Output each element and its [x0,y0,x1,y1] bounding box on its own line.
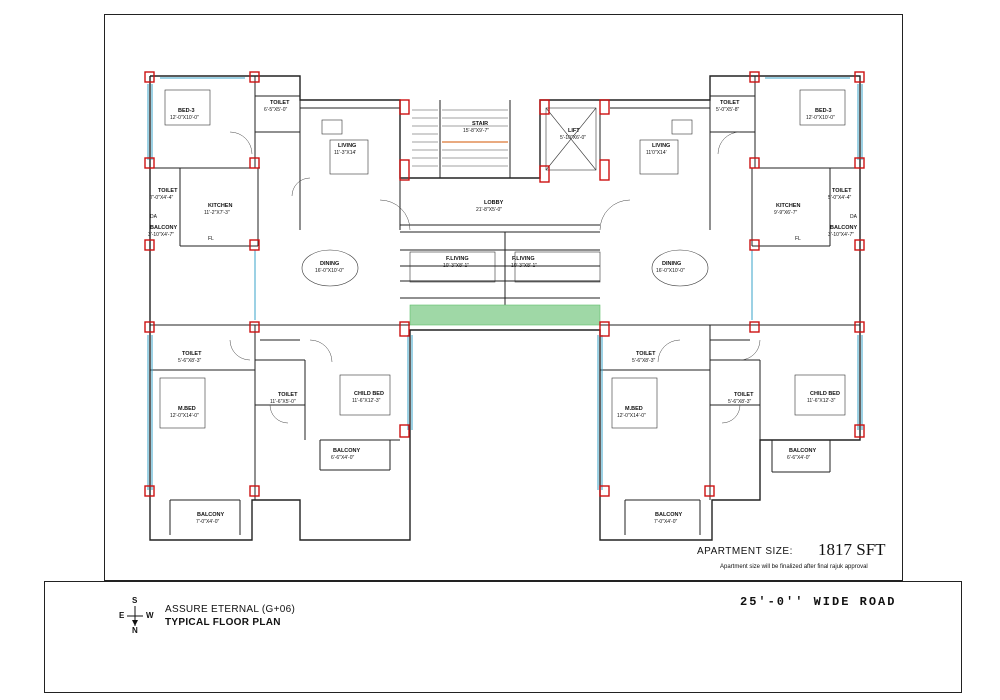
room-dim: 10'-3"X8'-1" [443,263,469,269]
room-dim: 7'-0"X4'-4" [150,195,173,201]
compass-icon: S E W N [114,596,156,638]
road-label: 25'-0'' WIDE ROAD [740,595,897,609]
room-name: CHILD BED [354,391,384,397]
da-label: DA [850,214,858,220]
exterior-walls [149,75,861,541]
room-dim: 12'-0"X14'-0" [617,413,646,419]
apartment-size-value: 1817 SFT [818,540,886,559]
room-name: TOILET [636,351,656,357]
window-glazing [147,77,863,490]
room-dim: 5'-10"X6'-0" [560,135,586,141]
room-name: TOILET [734,392,754,398]
room-name: TOILET [270,100,290,106]
room-dim: 11'0"X14' [646,150,667,156]
room-name: BED-3 [178,108,195,114]
room-name: TOILET [832,188,852,194]
room-name: F.LIVING [512,256,535,262]
room-dim: 12'-0"X10'-0" [806,115,835,121]
structural-columns [144,71,865,497]
compass-arrow-icon [127,606,143,626]
room-name: TOILET [158,188,178,194]
room-dim: 7'-0"X4'-0" [654,519,677,525]
room-dim: 10'-3"X8'-1" [511,263,537,269]
room-name: BALCONY [789,448,817,454]
room-dim: 5'-0"X4'-4" [828,195,851,201]
furniture [159,89,846,429]
room-dim: 9'-9"X6'-7" [774,210,797,216]
room-name: DINING [320,261,339,267]
room-name: STAIR [472,121,488,127]
room-name: LIVING [338,143,356,149]
compass-west: W [146,611,154,620]
room-dim: 7'-0"X4'-0" [196,519,219,525]
room-dim: 5'-6"X8'-3" [728,399,751,405]
door-swings [229,131,761,424]
room-dim: 12'-0"X10'-0" [170,115,199,121]
da-label: DA [150,214,158,220]
room-dim: 5'-0"X5'-8" [716,107,739,113]
room-dim: 11'-6"X12'-3" [807,398,836,404]
room-name: TOILET [182,351,202,357]
room-name: BALCONY [150,225,178,231]
room-name: M.BED [178,406,196,412]
room-dim: 21'-8"X5'-0" [476,207,502,213]
landscape-strip [409,304,601,326]
interior-walls [150,76,860,535]
room-dim: 12'-0"X14'-0" [170,413,199,419]
room-dim: 6'-6"X4'-0" [787,455,810,461]
room-name: BALCONY [655,512,683,518]
room-dim: 16'-0"X10'-0" [656,268,685,274]
compass-south: S [132,596,138,605]
room-dim: 11'-6"X12'-3" [352,398,381,404]
room-name: KITCHEN [208,203,232,209]
room-dim: 6'-6"X4'-0" [331,455,354,461]
room-labels: BED-3 12'-0"X10'-0" TOILET 6'-5"X5'-0" L… [148,100,858,525]
room-name: TOILET [720,100,740,106]
room-name: LIVING [652,143,670,149]
room-dim: 5'-6"X8'-3" [632,358,655,364]
room-dim: 15'-8"X9'-7" [463,128,489,134]
room-dim: 6'-5"X5'-0" [264,107,287,113]
drawing-frame [104,14,903,581]
room-name: LOBBY [484,200,504,206]
room-dim: 11'-3"X14' [334,150,356,156]
compass-north: N [132,626,138,635]
room-name: BALCONY [333,448,361,454]
plan-title: TYPICAL FLOOR PLAN [165,617,281,628]
stair-treads [412,109,508,167]
room-name: KITCHEN [776,203,800,209]
compass-east: E [119,611,125,620]
room-dim: 11'-6"X5'-0" [270,399,296,405]
room-name: TOILET [278,392,298,398]
project-name: ASSURE ETERNAL (G+06) [165,604,296,615]
apartment-size-note: Apartment size will be finalized after f… [720,564,868,570]
title-block [44,581,962,693]
room-name: BALCONY [830,225,858,231]
room-name: F.LIVING [446,256,469,262]
fl-label: FL [208,236,214,242]
room-name: BALCONY [197,512,225,518]
room-dim: 3'-10"X4'-7" [148,232,174,238]
lift-shaft [545,107,597,171]
room-name: BED-3 [815,108,832,114]
fl-label: FL [795,236,801,242]
room-dim: 16'-0"X10'-0" [315,268,344,274]
room-dim: 5'-6"X8'-3" [178,358,201,364]
room-dim: 11'-2"X7'-3" [204,210,230,216]
apartment-size-label: APARTMENT SIZE: [697,546,793,557]
room-dim: 3'-10"X4'-7" [828,232,854,238]
room-name: M.BED [625,406,643,412]
room-name: DINING [662,261,681,267]
room-name: CHILD BED [810,391,840,397]
room-name: LIFT [568,128,580,134]
